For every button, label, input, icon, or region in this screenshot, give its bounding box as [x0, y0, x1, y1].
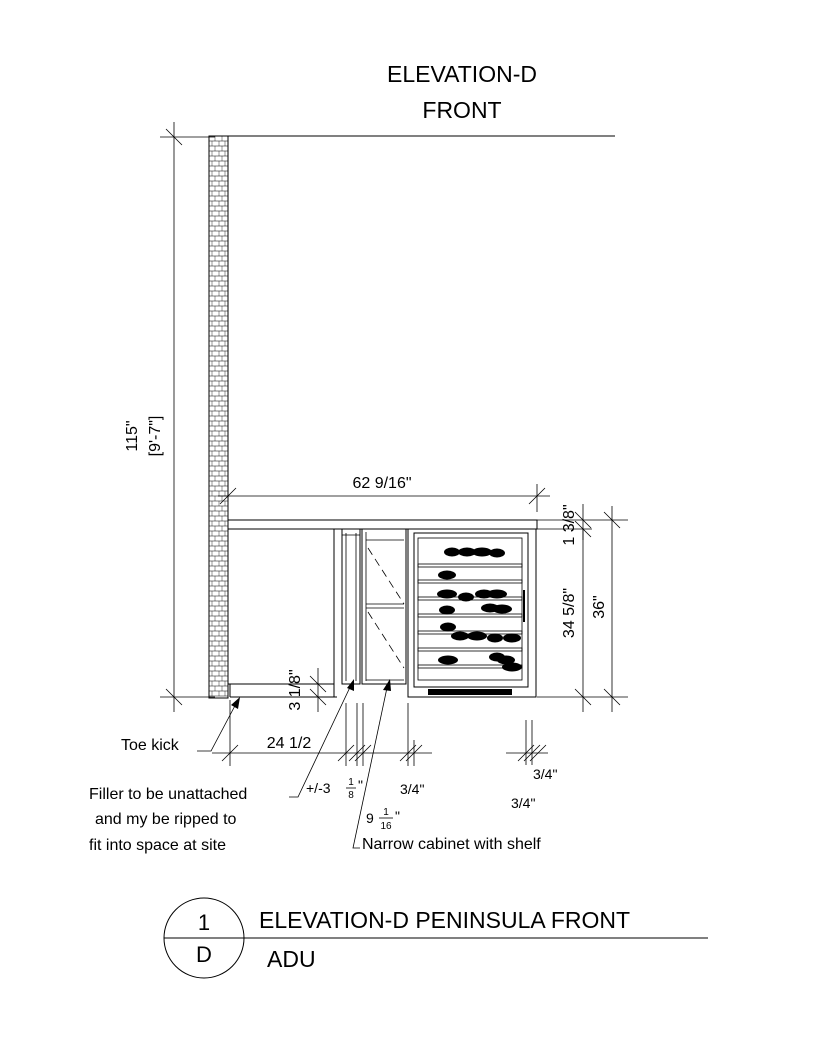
narrow-cab-whole: 9: [366, 810, 374, 826]
toe-kick-note-text: Toe kick: [121, 737, 180, 754]
narrow-cabinet: [361, 528, 407, 685]
left-cabinet-width-label: 24 1/2: [267, 735, 312, 752]
wine-bottle-icon: [438, 570, 456, 580]
narrow-cab-frac-den: 16: [380, 821, 392, 832]
panel-width-label-c: 3/4": [511, 795, 535, 811]
wine-bottle-icon: [489, 548, 505, 558]
wine-bottle-icon: [438, 655, 458, 665]
overall-height-ft-label: [9'-7"]: [147, 416, 164, 457]
narrow-cabinet-note: Narrow cabinet with shelf: [352, 679, 541, 853]
overall-height-label: 115": [124, 420, 141, 451]
wine-bottle-icon: [437, 589, 457, 599]
wine-bottle-icon: [503, 633, 521, 643]
wine-bottle-icon: [458, 547, 476, 557]
bottom-dimension-chain: 24 1/2 +/-3 1 8 " 3/4": [212, 700, 432, 801]
filler-width-label: +/-3: [306, 780, 331, 796]
narrow-cab-frac-num: 1: [383, 807, 389, 818]
wine-bottle-icon: [458, 592, 474, 602]
wall-section: [208, 135, 615, 699]
wine-bottle-icon: [467, 631, 487, 641]
toe-kick-note: Toe kick: [121, 697, 240, 754]
filler-note-line1: Filler to be unattached: [89, 786, 247, 803]
cooler-vent-grille: [428, 689, 512, 695]
wine-bottle-icon: [440, 622, 456, 632]
wine-bottle-icon: [492, 604, 512, 614]
wine-bottle-icon: [439, 605, 455, 615]
detail-number: 1: [198, 910, 210, 935]
panel-width-label-a: 3/4": [400, 781, 424, 797]
detail-title: ELEVATION-D PENINSULA FRONT: [259, 907, 630, 933]
wine-bottle-icon: [502, 662, 522, 672]
panel-width-label-b: 3/4": [533, 766, 557, 782]
cabinet-box-height-label: 34 5/8": [561, 588, 578, 638]
countertop: [227, 519, 538, 530]
narrow-cab-inch-mark: ": [395, 808, 400, 824]
filler-note-line3: fit into space at site: [89, 837, 226, 854]
narrow-cabinet-note-text: Narrow cabinet with shelf: [362, 836, 541, 853]
counter-width-dimension: 62 9/16": [218, 475, 550, 512]
filler-note: Filler to be unattached and my be ripped…: [89, 679, 354, 854]
countertop-thickness-label: 1 3/8": [561, 504, 578, 545]
wine-bottle-icon: [444, 547, 460, 557]
drawing-title-line1: ELEVATION-D: [387, 61, 537, 87]
overall-height-dimension: 115" [9'-7"]: [124, 122, 215, 712]
drawing-title-line2: FRONT: [422, 97, 501, 123]
wine-cooler: [407, 528, 537, 698]
wine-shelves: [417, 547, 523, 672]
cooler-side-dimension: 3/4" 3/4": [506, 720, 557, 811]
detail-subtitle: ADU: [267, 946, 316, 972]
counter-width-label: 62 9/16": [352, 475, 411, 492]
sheet-reference: D: [196, 942, 212, 967]
filler-fraction-num: 1: [348, 777, 354, 788]
wine-bottle-icon: [451, 631, 469, 641]
toe-kick-dimension-label: 3 1/8": [287, 669, 304, 710]
wine-bottle-icon: [472, 547, 492, 557]
filler-strip: [341, 528, 361, 685]
filler-note-line2: and my be ripped to: [95, 811, 237, 828]
filler-inch-mark: ": [358, 777, 363, 793]
countertop-thickness-dimension: 1 3/8": [537, 504, 592, 546]
left-base-cabinet: [227, 528, 337, 698]
wine-bottle-icon: [497, 655, 515, 665]
total-height-label: 36": [591, 595, 608, 618]
narrow-cabinet-width-dimension: 9 1 16 ": [366, 807, 400, 832]
cabinet-box-height-dimension: 34 5/8": [537, 529, 628, 712]
total-height-dimension: 36": [591, 506, 628, 712]
filler-fraction-den: 8: [348, 790, 354, 801]
wine-bottle-icon: [487, 589, 507, 599]
wine-bottle-icon: [487, 633, 503, 643]
toe-kick-dimension: 3 1/8": [287, 668, 334, 712]
title-block: 1 D ELEVATION-D PENINSULA FRONT ADU: [163, 897, 708, 979]
